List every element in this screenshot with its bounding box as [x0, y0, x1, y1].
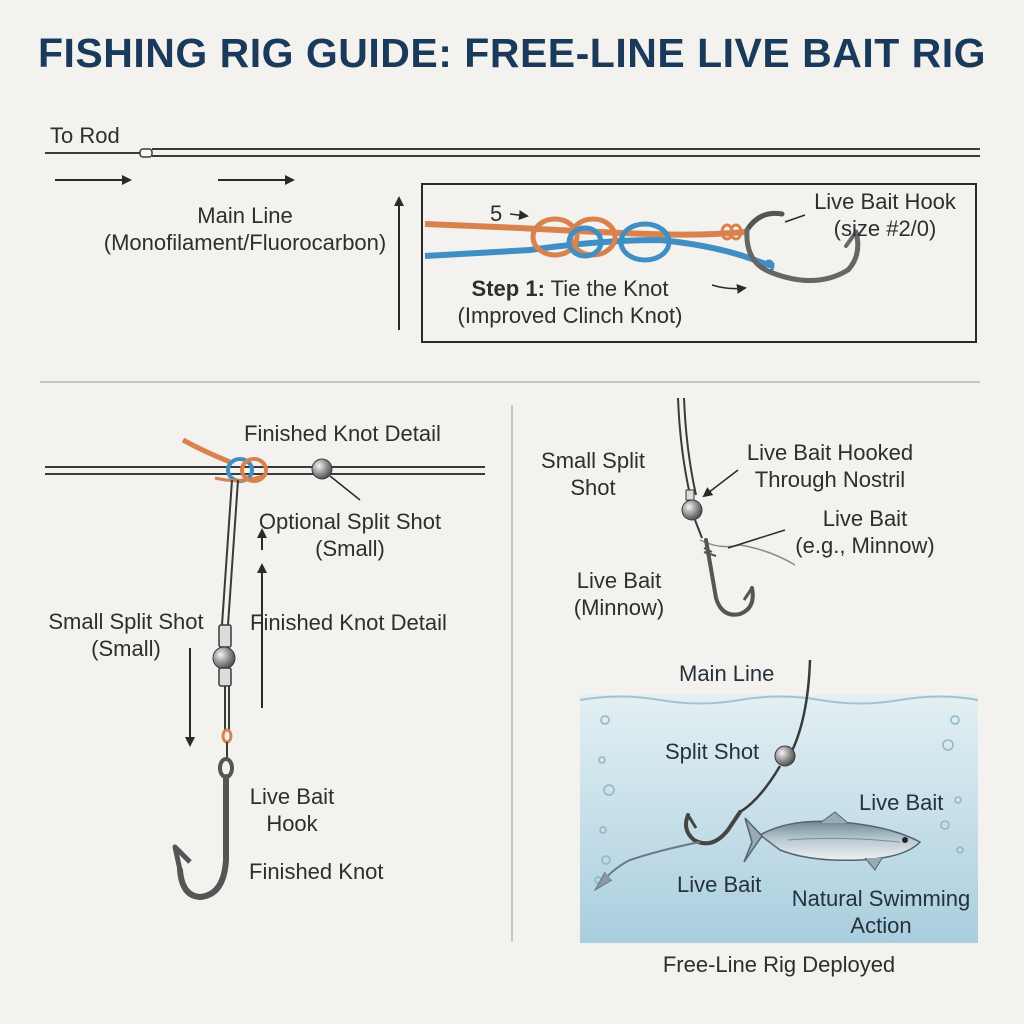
- nostril-hook-detail: [677, 397, 796, 617]
- live-bait-minnow-label: Live Bait (Minnow): [563, 567, 675, 621]
- hooked-line2: Through Nostril: [754, 467, 906, 492]
- live-bait-eg-label: Live Bait (e.g., Minnow): [780, 505, 950, 559]
- water-live-bait-right-label: Live Bait: [859, 790, 944, 815]
- optional-split-shot-title: Optional Split Shot: [258, 509, 442, 534]
- water-split-shot-label: Split Shot: [665, 739, 760, 764]
- step-arrow: [711, 283, 747, 294]
- page-title: FISHING RIG GUIDE: FREE-LINE LIVE BAIT R…: [37, 30, 987, 76]
- finished-knot-detail-top: Finished Knot Detail: [244, 421, 441, 446]
- knot-count-arrow: [509, 210, 529, 221]
- main-line-material: (Monofilament/Fluorocarbon): [103, 230, 387, 255]
- hook-label: Live Bait Hook (size #2/0): [795, 188, 975, 242]
- knot-count-label: 5: [490, 201, 503, 226]
- hooked-line1: Live Bait Hooked: [746, 440, 914, 465]
- main-line-top: [45, 148, 980, 158]
- live-bait-eg-line1: Live Bait: [822, 506, 908, 531]
- main-line-title: Main Line: [197, 203, 293, 228]
- live-bait-hook-line2: Hook: [266, 811, 318, 836]
- water-scene: [579, 659, 979, 943]
- small-split-shot-size: (Small): [91, 636, 161, 661]
- pointer-optional-split-shot: [329, 475, 361, 501]
- natural-swimming-label: Natural Swimming Action: [784, 885, 978, 939]
- finished-knot-detail-mid: Finished Knot Detail: [250, 610, 447, 635]
- step-text: Tie the Knot: [544, 276, 669, 301]
- small-split-shot-right-line1: Small Split: [541, 448, 645, 473]
- knot-name: (Improved Clinch Knot): [457, 303, 683, 328]
- water-main-line-label: Main Line: [679, 661, 775, 686]
- finished-rig-left: [45, 437, 485, 901]
- small-split-shot-right-line2: Shot: [570, 475, 616, 500]
- natural-swimming-line1: Natural Swimming: [791, 886, 971, 911]
- pointer-live-bait: [727, 529, 786, 549]
- step-label: Step 1: Tie the Knot (Improved Clinch Kn…: [420, 275, 720, 329]
- main-line-label: Main Line (Monofilament/Fluorocarbon): [50, 202, 440, 256]
- optional-split-shot-size: (Small): [315, 536, 385, 561]
- live-bait-minnow-line2: (Minnow): [573, 595, 665, 620]
- natural-swimming-line2: Action: [850, 913, 912, 938]
- water-live-bait-bottom-label: Live Bait: [677, 872, 762, 897]
- to-rod-label: To Rod: [50, 123, 120, 148]
- small-split-shot-right-label: Small Split Shot: [528, 447, 658, 501]
- hooked-through-nostril-label: Live Bait Hooked Through Nostril: [735, 439, 925, 493]
- small-split-shot-label: Small Split Shot (Small): [36, 608, 216, 662]
- small-split-shot-title: Small Split Shot: [48, 609, 204, 634]
- step-prefix: Step 1:: [471, 276, 545, 301]
- water-caption: Free-Line Rig Deployed: [662, 952, 896, 977]
- live-bait-hook-line1: Live Bait: [249, 784, 335, 809]
- finished-knot-label: Finished Knot: [249, 859, 384, 884]
- live-bait-eg-line2: (e.g., Minnow): [795, 533, 935, 558]
- live-bait-minnow-line1: Live Bait: [576, 568, 662, 593]
- pointer-nostril: [702, 469, 739, 498]
- optional-split-shot-label: Optional Split Shot (Small): [250, 508, 450, 562]
- hook-label-title: Live Bait Hook: [814, 189, 956, 214]
- hook-pointer-arrow: [784, 214, 806, 223]
- improved-clinch-knot-illustration: [424, 210, 861, 283]
- hook-label-size: (size #2/0): [833, 216, 937, 241]
- live-bait-hook-label: Live Bait Hook: [240, 783, 344, 837]
- knot-detail-box: [421, 183, 977, 343]
